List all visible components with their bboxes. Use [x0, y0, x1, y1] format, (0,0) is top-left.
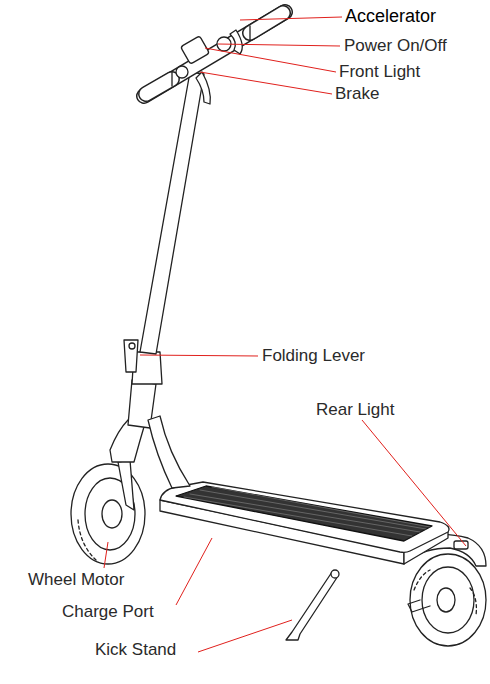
part-label: Charge Port — [62, 603, 154, 620]
part-label: Power On/Off — [344, 37, 447, 54]
part-label: Accelerator — [345, 7, 436, 25]
part-label: Front Light — [339, 63, 420, 80]
part-label: Kick Stand — [95, 641, 176, 658]
part-label: Brake — [335, 85, 379, 102]
part-label: Folding Lever — [262, 347, 365, 364]
part-label: Rear Light — [316, 401, 394, 418]
part-label: Wheel Motor — [28, 571, 124, 588]
